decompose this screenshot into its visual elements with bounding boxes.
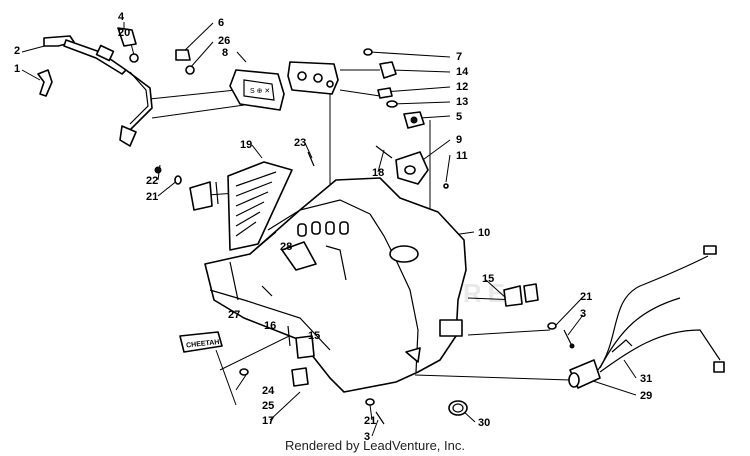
wiring-harness: [568, 245, 725, 389]
callout-2: 2: [14, 45, 20, 57]
callout-3-right: 3: [580, 308, 586, 320]
callout-20: 20: [118, 27, 130, 39]
callout-31: 31: [640, 373, 652, 385]
callout-8: 8: [222, 47, 228, 59]
callout-26: 26: [218, 35, 230, 47]
callout-15-center: 15: [308, 330, 320, 342]
callout-19: 19: [240, 139, 252, 151]
callout-21-right: 21: [580, 291, 592, 303]
callout-18: 18: [372, 167, 384, 179]
callout-29: 29: [640, 390, 652, 402]
decal-text: CHEETAH: [186, 339, 220, 349]
callout-27: 27: [228, 309, 240, 321]
callout-25: 25: [262, 400, 274, 412]
decal-assembly: CHEETAH: [179, 331, 249, 376]
switch-hardware: [175, 48, 425, 129]
callout-22: 22: [146, 175, 158, 187]
callout-12: 12: [456, 81, 468, 93]
callout-28: 28: [280, 241, 292, 253]
callout-7: 7: [456, 51, 462, 63]
callout-11: 11: [456, 150, 468, 162]
callout-21-left: 21: [146, 191, 158, 203]
callout-23: 23: [294, 137, 306, 149]
switch-plate: S ⊕ ✕: [229, 61, 339, 111]
right-fasteners: [547, 322, 575, 349]
callout-16: 16: [264, 320, 276, 332]
callout-labels: 2 1 4 20 6 26 8 7 14 12 13 5 9 11 19 23 …: [14, 11, 652, 443]
callout-15-right: 15: [482, 273, 494, 285]
callout-9: 9: [456, 134, 462, 146]
callout-24: 24: [262, 385, 275, 397]
callout-1: 1: [14, 63, 20, 75]
callout-4: 4: [118, 11, 125, 23]
callout-3-bottom: 3: [364, 431, 370, 443]
console-housing: [204, 177, 467, 393]
callout-21-bottom: 21: [364, 415, 376, 427]
gasket-and-fasteners: [154, 145, 449, 189]
throttle-lever-assembly: [37, 27, 153, 147]
vent-grille: [189, 161, 293, 251]
callout-10: 10: [478, 227, 490, 239]
footer-credit: Rendered by LeadVenture, Inc.: [285, 438, 465, 453]
callout-14: 14: [456, 66, 469, 78]
svg-text:S ⊕ ✕: S ⊕ ✕: [250, 88, 270, 95]
callout-6: 6: [218, 17, 224, 29]
callout-5: 5: [456, 111, 462, 123]
bottom-fasteners: [365, 398, 468, 425]
callout-17: 17: [262, 415, 274, 427]
callout-30: 30: [478, 417, 490, 429]
callout-13: 13: [456, 96, 468, 108]
clips-and-brackets: [287, 283, 539, 387]
